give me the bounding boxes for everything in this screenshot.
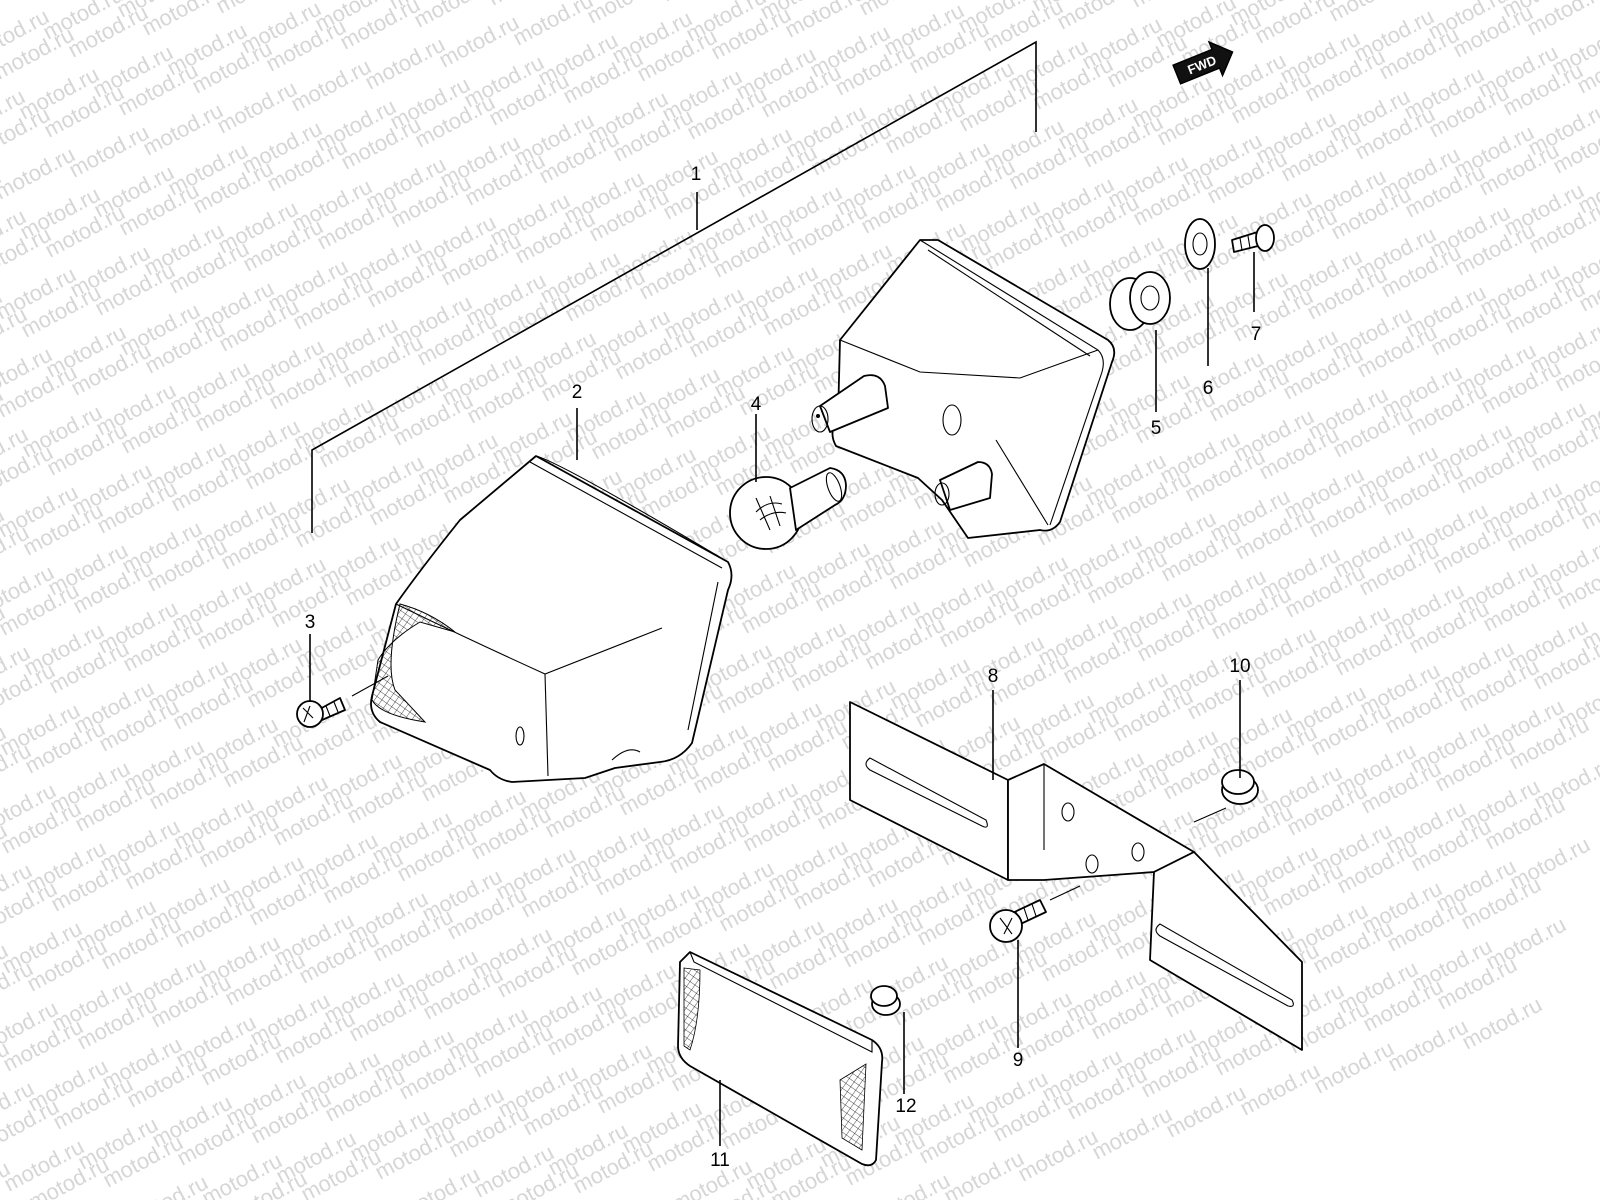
callout-1: 1 <box>691 164 702 185</box>
watermark-text: motod.ru <box>1384 1014 1472 1077</box>
screw-7 <box>1231 224 1275 253</box>
callout-4: 4 <box>751 394 762 415</box>
screw-3 <box>296 675 389 728</box>
tail-lamp-housing <box>811 239 1116 539</box>
watermark-text: motod.ru <box>1162 1080 1250 1143</box>
tail-lamp-lens <box>370 455 733 783</box>
callout-5: 5 <box>1151 418 1162 439</box>
callout-12: 12 <box>895 1096 916 1117</box>
watermark-text: motod.ru <box>1014 1124 1102 1187</box>
callout-11: 11 <box>710 1150 730 1171</box>
assembly-bracket-1 <box>311 40 1037 533</box>
watermark-text: motod.ru <box>1458 992 1546 1055</box>
callout-8: 8 <box>988 666 999 687</box>
callout-3: 3 <box>305 612 316 633</box>
callout-labels: 1 2 3 4 5 6 7 8 9 10 11 12 <box>305 164 1262 1171</box>
license-plate-bracket <box>849 701 1303 1051</box>
washer <box>1184 218 1216 270</box>
bolt-9 <box>989 885 1081 943</box>
callout-9: 9 <box>1013 1050 1024 1071</box>
reflector <box>677 951 884 1167</box>
watermark-text: motod.ru <box>1310 1036 1398 1099</box>
callout-7: 7 <box>1251 324 1262 345</box>
bulb <box>729 467 847 550</box>
leader-lines <box>309 252 1255 1146</box>
flange-nut-10 <box>1221 769 1259 805</box>
callout-2: 2 <box>572 382 583 403</box>
callout-10: 10 <box>1229 656 1250 677</box>
watermark-text: motod.ru <box>1236 1058 1324 1121</box>
grommet <box>1109 271 1171 331</box>
callout-6: 6 <box>1203 378 1214 399</box>
watermark-text: motod.ru <box>1088 1102 1176 1165</box>
nut-12 <box>870 985 901 1016</box>
